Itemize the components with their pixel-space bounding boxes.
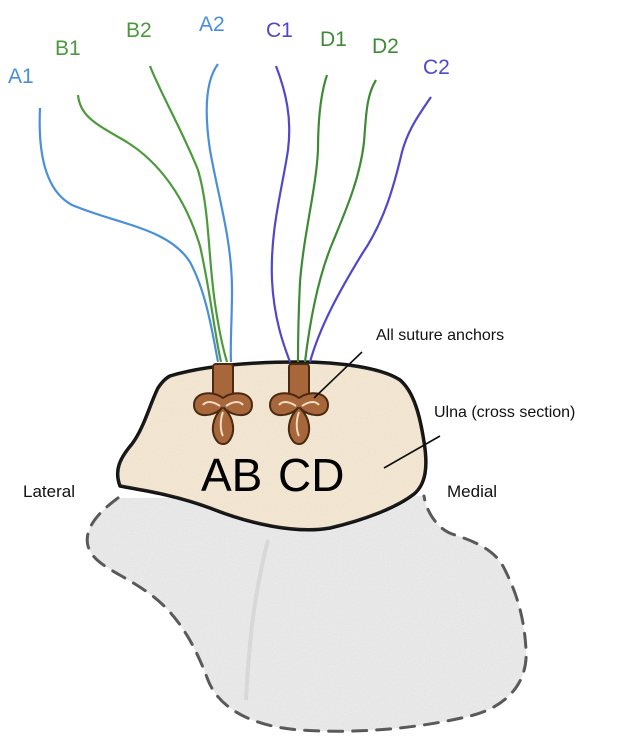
suture-label-b1: B1 — [55, 38, 81, 59]
suture-label-a2: A2 — [199, 14, 225, 35]
suture-label-c2: C2 — [423, 57, 450, 78]
all-suture-anchors-label: All suture anchors — [376, 328, 504, 344]
suture-label-d1: D1 — [320, 29, 347, 50]
suture-label-d2: D2 — [372, 36, 399, 57]
anchor-label-cd: CD — [278, 452, 344, 498]
suture-label-a1: A1 — [8, 66, 34, 87]
suture-c1-line — [272, 66, 290, 362]
anchor-label-ab: AB — [201, 452, 262, 498]
ulna-label: Ulna (cross section) — [434, 405, 575, 421]
suture-a1-line — [40, 108, 218, 362]
suture-b1-line — [78, 95, 221, 362]
suture-c2-line — [310, 97, 431, 362]
medial-label: Medial — [447, 483, 497, 500]
suture-label-b2: B2 — [126, 20, 152, 41]
suture-a2-line — [207, 64, 232, 362]
suture-lines — [40, 64, 431, 362]
suture-d2-line — [305, 80, 376, 362]
lateral-label: Lateral — [23, 483, 75, 500]
suture-d1-line — [298, 75, 327, 362]
suture-label-c1: C1 — [266, 20, 293, 41]
